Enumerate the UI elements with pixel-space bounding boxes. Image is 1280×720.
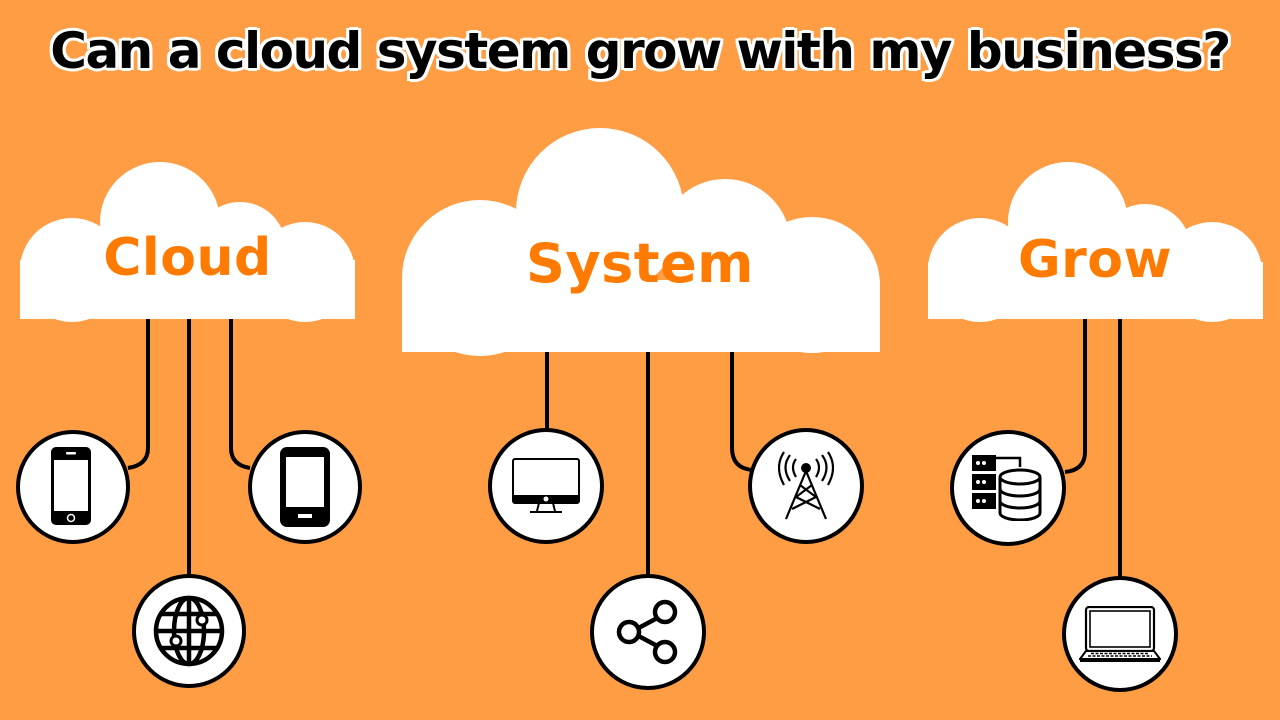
node-smartphone-home [16,430,130,544]
node-smartphone [248,430,362,544]
node-share [590,574,706,690]
smartphone-icon [280,447,330,527]
server-database-icon [972,455,1042,521]
desktop-monitor-icon [512,458,580,513]
cloud-shape-grow [928,162,1263,322]
globe-network-icon [153,595,225,667]
node-desktop [488,428,604,544]
node-globe [132,574,246,688]
radio-tower-icon [778,451,834,520]
cloud-label-system: System [526,232,754,295]
share-icon [616,599,678,665]
connector-lines [127,319,1122,578]
node-server-database [950,430,1066,546]
smartphone-home-button-icon [51,447,91,525]
node-radio-tower [748,428,864,544]
node-laptop [1062,576,1178,692]
laptop-icon [1079,606,1161,662]
cloud-shape-system [402,128,880,356]
page-title: Can a cloud system grow with my business… [50,22,1231,80]
cloud-label-cloud: Cloud [103,228,272,288]
cloud-label-grow: Grow [1017,230,1173,290]
cloud-shape-cloud [20,162,355,322]
